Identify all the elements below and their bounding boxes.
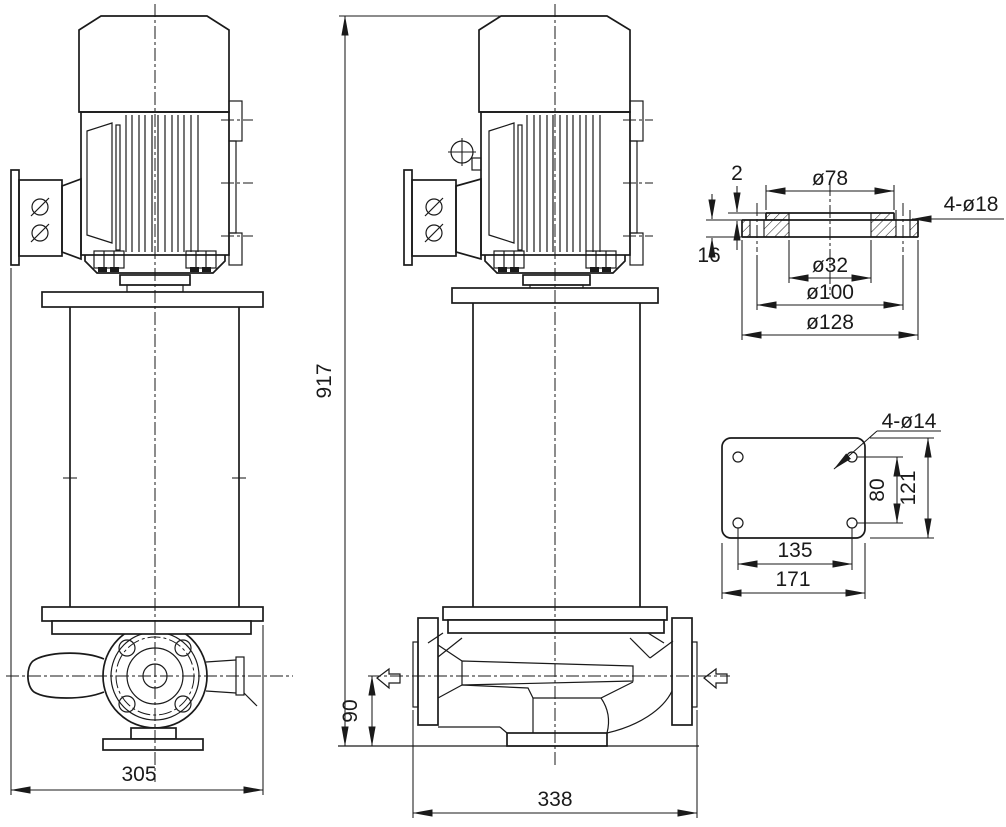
port-flanges [412, 617, 698, 726]
dim-label-thickness: 16 [697, 244, 720, 267]
side-view: 305 [6, 4, 293, 795]
cooling-fins [526, 115, 601, 252]
casing-foot [506, 732, 608, 747]
dim-plate-width-171: 171 [721, 543, 866, 599]
dim-label-base-bolt-holes: 4-ø14 [882, 410, 937, 433]
dim-width-305: 305 [10, 268, 264, 795]
dim-label-plate-width: 171 [775, 568, 810, 591]
dim-hole-pitch-135: 135 [737, 528, 853, 570]
casing-foot [102, 738, 204, 751]
lifting-eyebolt [448, 138, 482, 171]
motor-foot-tabs [93, 250, 217, 269]
volute-casing [427, 632, 674, 734]
terminal-box [10, 169, 82, 266]
flange-section-detail: ø78 2 16 ø32 ø100 [697, 162, 1004, 340]
dim-label-bore-dia: ø32 [812, 254, 848, 277]
handle [27, 652, 105, 699]
base-plate-detail: 4-ø14 80 121 135 171 [721, 410, 941, 599]
terminal-box [403, 169, 482, 266]
dim-label-raised-face-height: 2 [731, 162, 743, 185]
dim-label-port-height: 90 [339, 699, 362, 722]
front-view: 917 90 338 [313, 4, 730, 818]
motor-foot-tabs [493, 250, 617, 269]
dim-plate-depth-121: 121 [870, 437, 934, 539]
dim-width-338: 338 [412, 710, 698, 818]
discharge-stub [205, 656, 258, 707]
dim-total-height-917: 917 [313, 15, 503, 747]
dim-label-bolt-circle-dia: ø100 [806, 281, 854, 304]
fan-cover [78, 15, 230, 113]
pump-head-plate [41, 291, 264, 308]
dim-hole-pitch-80: 80 [857, 456, 903, 524]
dim-label-outer-dia: ø128 [806, 311, 854, 334]
motor-end-brackets [228, 100, 243, 266]
dim-label-front-width: 338 [537, 788, 572, 811]
dim-outer-dia-128: ø128 [741, 240, 919, 340]
dim-label-hole-pitch-x: 135 [777, 539, 812, 562]
dim-label-raised-face-dia: ø78 [812, 167, 848, 190]
dim-bolt-circle-dia-100: ø100 [756, 255, 904, 310]
motor-end-brackets [629, 100, 644, 266]
dim-raised-face-height-2: 2 [728, 162, 766, 250]
callout-bolt-holes-18: 4-ø18 [911, 193, 1004, 223]
dim-label-total-height: 917 [313, 363, 336, 398]
dim-thickness-16: 16 [697, 194, 742, 267]
dim-port-height-90: 90 [339, 675, 376, 747]
flow-arrow-inlet-icon [703, 667, 728, 690]
dim-label-flange-bolt-holes: 4-ø18 [944, 193, 999, 216]
dim-bore-dia-32: ø32 [788, 240, 872, 283]
dim-label-plate-depth: 121 [897, 470, 920, 505]
dim-label-hole-pitch-y: 80 [866, 478, 889, 501]
base-plate-outline [721, 437, 866, 539]
dim-raised-face-dia-78: ø78 [765, 167, 895, 210]
callout-bolt-holes-14: 4-ø14 [833, 410, 941, 470]
dim-label-side-width: 305 [121, 763, 156, 786]
cooling-fins [125, 115, 199, 252]
flow-arrow-outlet-icon [376, 667, 401, 690]
